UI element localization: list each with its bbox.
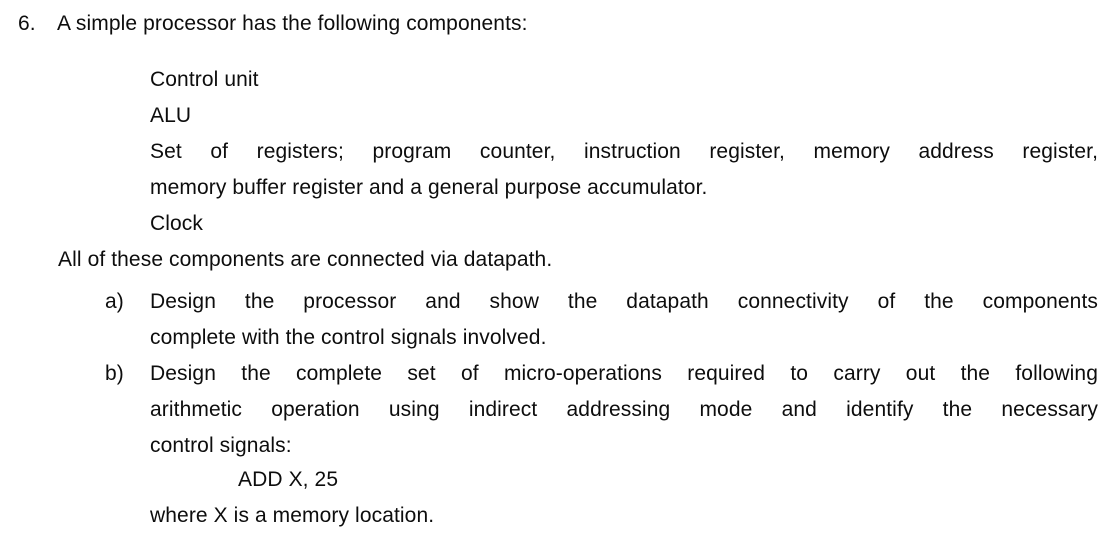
sub-item-a-line-2: complete with the control signals involv… (150, 326, 547, 349)
component-registers-line-1: Set of registers; program counter, instr… (150, 140, 1098, 163)
instruction-line: ADD X, 25 (238, 468, 339, 491)
component-alu: ALU (150, 104, 192, 127)
sub-item-b-marker: b) (105, 362, 124, 385)
component-registers: Set of registers; program counter, instr… (150, 134, 1098, 206)
sub-item-a-body: Design the processor and show the datapa… (150, 284, 1098, 356)
sub-item-b-body: Design the complete set of micro-operati… (150, 356, 1098, 464)
sub-item-a-marker: a) (105, 290, 124, 313)
question-stem: A simple processor has the following com… (57, 12, 528, 35)
component-control-unit: Control unit (150, 68, 259, 91)
sub-item-b-line-3: control signals: (150, 434, 292, 457)
question-number: 6. (18, 12, 36, 35)
component-registers-line-2: memory buffer register and a general pur… (150, 176, 708, 199)
sub-item-b-line-1: Design the complete set of micro-operati… (150, 362, 1098, 385)
sub-item-a-line-1: Design the processor and show the datapa… (150, 290, 1098, 313)
component-clock: Clock (150, 212, 204, 235)
closing-note: where X is a memory location. (150, 504, 435, 527)
connection-note: All of these components are connected vi… (58, 248, 553, 271)
sub-item-b-line-2: arithmetic operation using indirect addr… (150, 398, 1098, 421)
